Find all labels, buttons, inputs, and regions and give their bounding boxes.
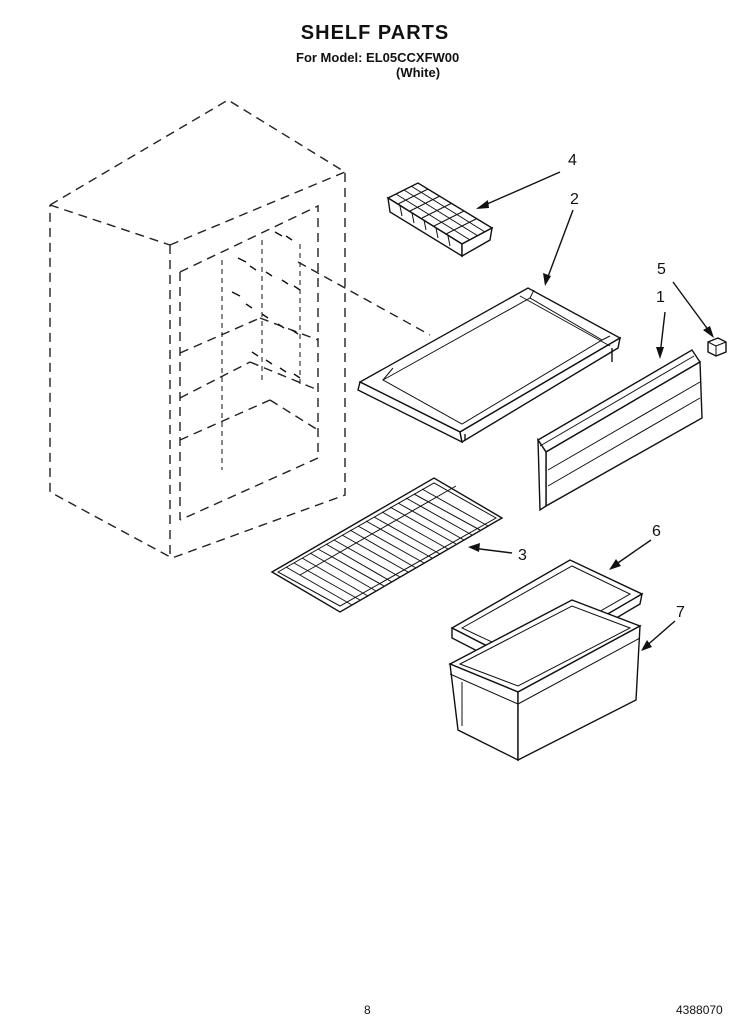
page-number: 8	[364, 1003, 371, 1017]
page-title: SHELF PARTS	[300, 22, 450, 44]
shelf-pan	[357, 287, 622, 444]
cabinet-outline	[49, 99, 431, 559]
wire-shelf	[270, 477, 504, 613]
callout-6: 6	[652, 523, 661, 540]
callout-7: 7	[676, 604, 685, 621]
model-line: For Model: EL05CCXFW00	[296, 50, 460, 65]
storage-bin	[448, 599, 642, 762]
callout-5: 5	[657, 261, 666, 278]
callout-3: 3	[518, 547, 527, 564]
ice-tray	[386, 182, 494, 258]
document-number: 4388070	[676, 1003, 723, 1017]
color-note: (White)	[396, 65, 441, 80]
leader-lines	[468, 171, 714, 651]
callout-4: 4	[568, 152, 577, 169]
callout-1: 1	[656, 289, 665, 306]
shelf-rail	[537, 349, 703, 512]
callout-2: 2	[570, 191, 579, 208]
shelf-clip	[707, 337, 727, 357]
